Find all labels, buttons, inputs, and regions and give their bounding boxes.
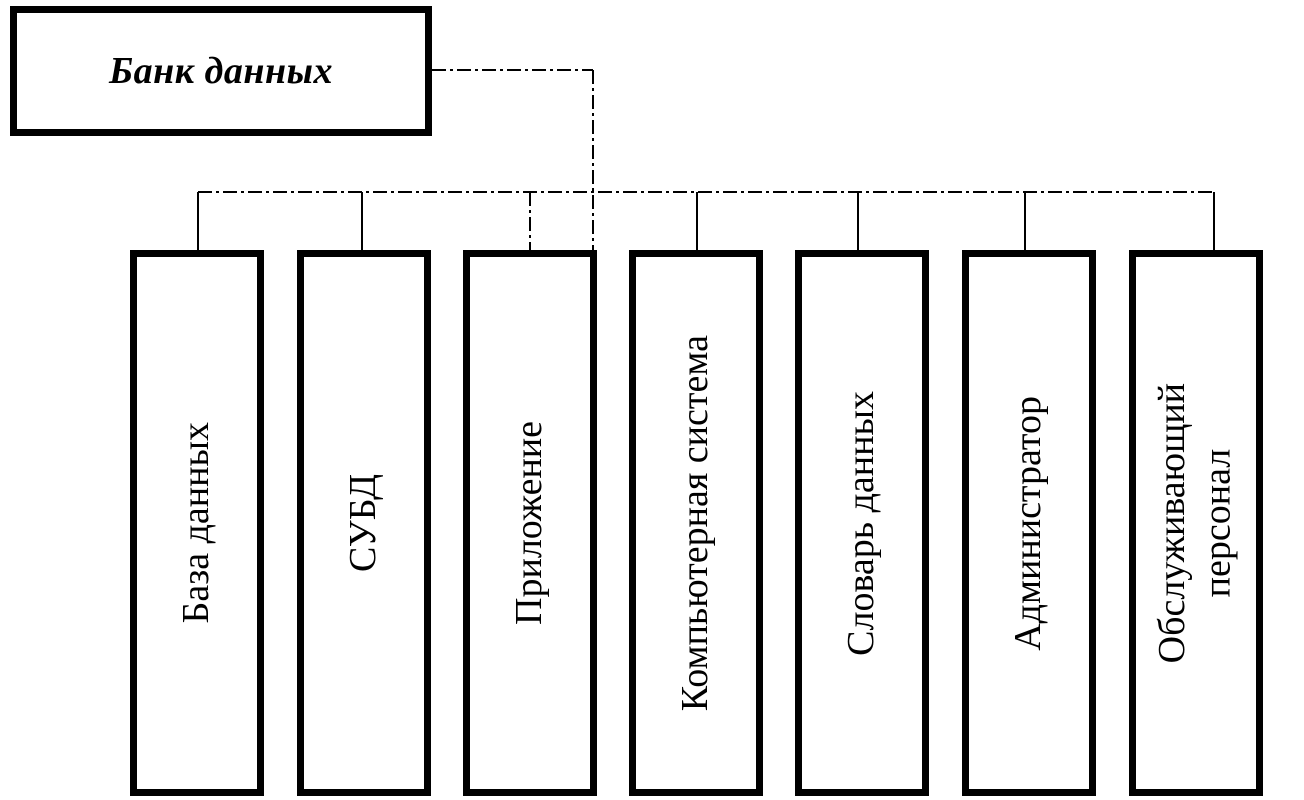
child-box-database: База данных xyxy=(130,250,264,796)
child-label-data-dictionary: Словарь данных xyxy=(840,390,883,656)
root-title: Банк данных xyxy=(109,50,333,92)
child-label-administrator: Администратор xyxy=(1007,395,1050,651)
child-label-dbms: СУБД xyxy=(342,473,385,573)
child-label-service-staff: Обслуживающий персонал xyxy=(1151,382,1239,664)
child-label-application: Приложение xyxy=(508,421,551,625)
child-box-data-dictionary: Словарь данных xyxy=(795,250,929,796)
child-box-computer-system: Компьютерная система xyxy=(629,250,763,796)
child-box-application: Приложение xyxy=(463,250,597,796)
root-box-bank: Банк данных xyxy=(10,6,432,136)
child-box-administrator: Администратор xyxy=(962,250,1096,796)
child-box-service-staff: Обслуживающий персонал xyxy=(1129,250,1263,796)
child-label-computer-system: Компьютерная система xyxy=(674,334,717,712)
child-label-database: База данных xyxy=(175,422,218,624)
child-box-dbms: СУБД xyxy=(297,250,431,796)
